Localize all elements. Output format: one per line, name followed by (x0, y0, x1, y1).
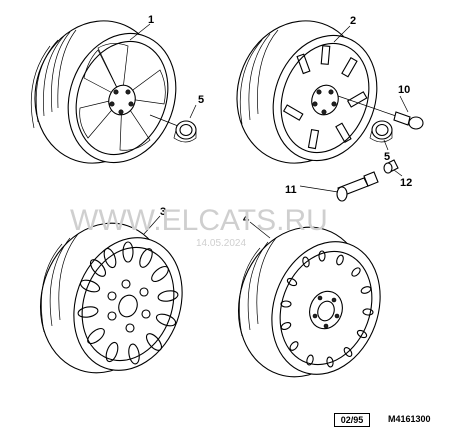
callout-1: 1 (148, 14, 154, 26)
watermark-date: 14.05.2024 (196, 238, 246, 249)
valve-cap-12 (383, 159, 399, 174)
hub-cap-5-left (149, 114, 197, 143)
callout-5-left: 5 (198, 94, 204, 106)
date-code-box: 02/95 (334, 413, 370, 427)
drawing-reference: M4161300 (388, 414, 431, 424)
callout-10: 10 (398, 84, 410, 96)
leader-lines (129, 23, 409, 239)
callout-4: 4 (243, 213, 250, 225)
callout-2: 2 (350, 15, 356, 27)
watermark-site: WWW.ELCATS.RU (70, 204, 328, 237)
callout-12: 12 (400, 177, 412, 189)
date-code: 02/95 (340, 415, 364, 425)
callout-11: 11 (285, 184, 297, 196)
callout-5-right: 5 (384, 151, 390, 163)
wheel-3-alloy-multi-hole (39, 222, 183, 374)
callout-3: 3 (160, 206, 166, 218)
valve-11 (336, 171, 379, 202)
wheel-1-alloy-five-spoke (30, 20, 177, 164)
wheel-2-steel-with-trim (236, 20, 378, 164)
wheel-4-steel-perforated (237, 226, 381, 378)
wheel-bolt-10 (337, 95, 424, 130)
hub-cap-5-right (369, 120, 393, 143)
